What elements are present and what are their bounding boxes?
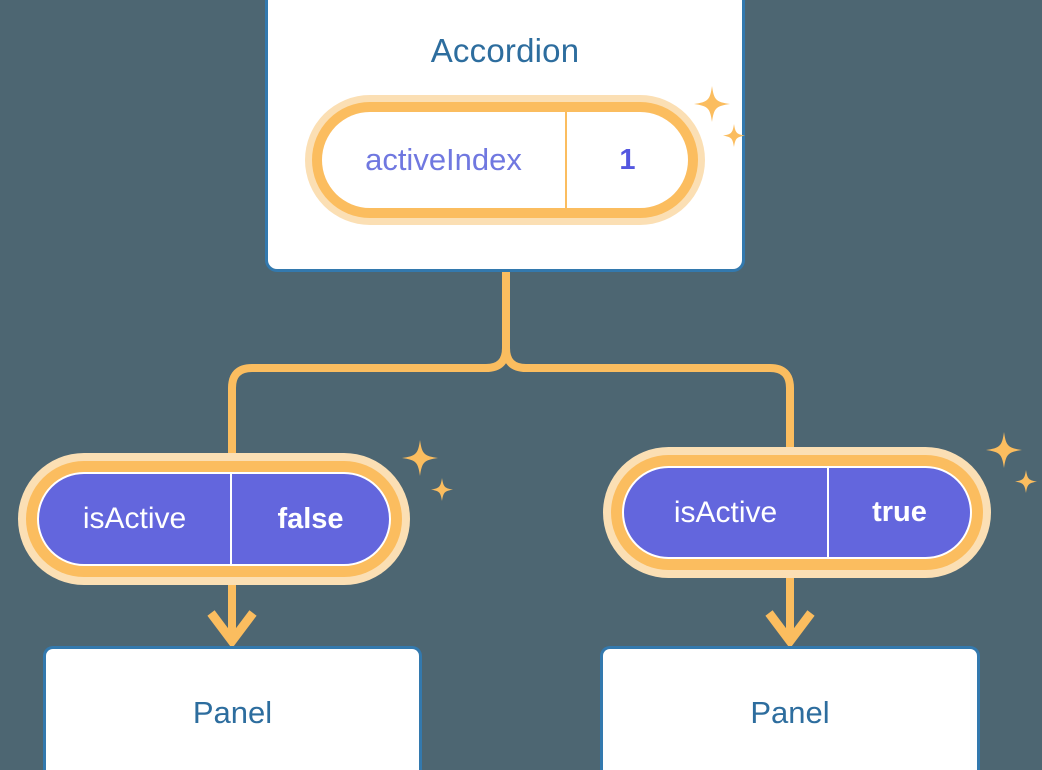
pill-value-label: 1 xyxy=(619,143,636,176)
pill-key-label: isActive xyxy=(39,474,232,564)
connector-branch-left xyxy=(228,347,510,470)
pill-value-label: true xyxy=(872,496,927,528)
prop-pill-isactive-false[interactable]: isActive false xyxy=(18,453,410,585)
pill-content: activeIndex 1 xyxy=(322,112,688,208)
prop-pill-isactive-true[interactable]: isActive true xyxy=(603,447,991,578)
pill-key-label: activeIndex xyxy=(322,112,567,208)
pill-key-label: isActive xyxy=(624,468,829,557)
state-pill-activeindex[interactable]: activeIndex 1 xyxy=(305,95,705,225)
pill-value-label: false xyxy=(277,502,344,535)
arrow-down-icon-left xyxy=(207,610,257,649)
node-panel-left[interactable]: Panel xyxy=(43,646,422,770)
node-panel-right[interactable]: Panel xyxy=(600,646,980,770)
node-panel-right-label: Panel xyxy=(750,694,830,730)
node-panel-left-label: Panel xyxy=(192,694,273,730)
arrow-down-icon-right xyxy=(765,610,815,649)
page-title: Accordion xyxy=(430,32,580,69)
pill-content: isActive true xyxy=(622,466,972,559)
pill-content: isActive false xyxy=(37,472,391,566)
connector-branch-right xyxy=(502,347,794,462)
